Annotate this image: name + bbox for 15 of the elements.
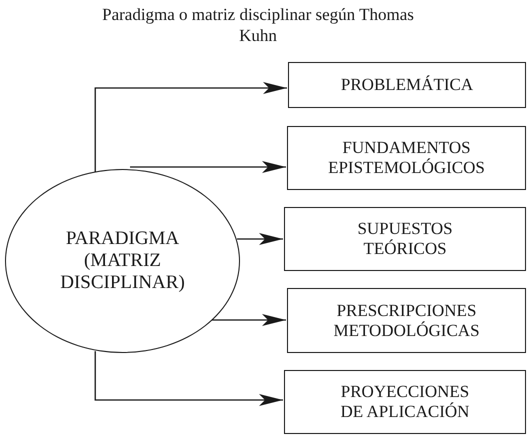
- concept-box: [288, 62, 526, 108]
- node-text: PROYECCIONES DE APLICACIÓN: [340, 382, 470, 422]
- concept-box: [287, 288, 526, 353]
- arrow: [94, 351, 283, 406]
- node-text: FUNDAMENTOS EPISTEMOLÓGICOS: [327, 138, 486, 178]
- diagram-title: Paradigma o matriz disciplinar según Thomas Kuhn: [101, 4, 415, 46]
- concept-box: [284, 370, 526, 434]
- concept-box: [284, 207, 526, 271]
- arrow: [236, 233, 283, 245]
- node-text: SUPUESTOS TEÓRICOS: [356, 219, 454, 259]
- node-text: PARADIGMA (MATRIZ DISCIPLINAR): [59, 228, 186, 294]
- node-text: PRESCRIPCIONES METODOLÓGICAS: [332, 300, 481, 340]
- arrow: [130, 161, 286, 173]
- node-text: PROBLEMÁTICA: [340, 75, 474, 95]
- concept-box: [287, 126, 526, 190]
